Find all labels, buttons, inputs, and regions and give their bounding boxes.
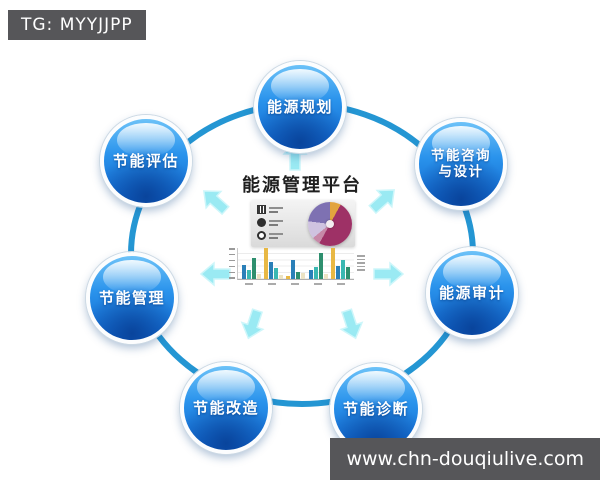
legend-row xyxy=(257,218,283,227)
bar xyxy=(251,257,256,279)
building-icon xyxy=(257,205,266,214)
bar xyxy=(291,259,296,279)
pie-legend xyxy=(257,205,283,240)
legend-row xyxy=(257,205,283,214)
bar-group xyxy=(286,259,306,279)
node-energy-saving-management: 节能管理 xyxy=(86,252,178,344)
bar xyxy=(279,275,284,279)
clock-icon xyxy=(257,231,266,240)
bar-group xyxy=(264,248,284,279)
arrow-up-right-icon xyxy=(368,189,396,215)
node-energy-saving-assessment: 节能评估 xyxy=(100,115,192,207)
node-energy-planning: 能源规划 xyxy=(254,61,346,153)
pie-center-dot xyxy=(326,220,334,228)
arrow-down-right-icon xyxy=(339,308,364,340)
bar xyxy=(346,266,351,279)
bar-group xyxy=(331,248,351,279)
arrow-down-left-icon xyxy=(240,308,265,340)
legend-text-smudge xyxy=(269,206,283,213)
bar xyxy=(256,274,261,279)
bar xyxy=(269,261,274,279)
node-energy-saving-diagnosis: 节能诊断 xyxy=(330,363,422,455)
bar xyxy=(296,272,301,279)
bar-chart-plot xyxy=(237,248,354,280)
bar xyxy=(341,259,346,279)
bar xyxy=(286,275,291,279)
bar xyxy=(331,248,336,279)
bar-group xyxy=(308,252,328,279)
platform-title: 能源管理平台 xyxy=(242,175,362,196)
bar xyxy=(246,269,251,279)
bar xyxy=(241,265,246,279)
energy-circle-icon xyxy=(257,218,266,227)
arrow-right-icon xyxy=(373,261,405,287)
bar xyxy=(323,274,328,279)
bar-group xyxy=(241,257,261,279)
bar xyxy=(336,265,341,279)
bar-chart-legend xyxy=(357,255,365,271)
pie-chart xyxy=(308,202,352,246)
bar-chart-x-labels xyxy=(237,283,353,285)
bar-chart xyxy=(227,246,365,292)
bar xyxy=(313,267,318,279)
legend-row xyxy=(257,231,283,240)
bar-chart-y-axis xyxy=(227,248,235,279)
node-energy-audit: 能源审计 xyxy=(426,247,518,339)
watermark-bottom-right: www.chn-douqiulive.com xyxy=(330,438,600,480)
arrow-left-icon xyxy=(199,261,231,287)
arrow-up-left-icon xyxy=(202,190,230,216)
bar xyxy=(274,268,279,279)
node-energy-saving-consulting-design: 节能咨询 与设计 xyxy=(415,118,507,210)
watermark-top-left: TG: MYYJJPP xyxy=(8,10,146,40)
bar xyxy=(301,273,306,279)
node-energy-saving-retrofit: 节能改造 xyxy=(180,362,272,454)
bar xyxy=(264,248,269,279)
bar xyxy=(308,269,313,279)
legend-text-smudge xyxy=(269,219,283,226)
bar xyxy=(318,252,323,279)
legend-text-smudge xyxy=(269,232,283,239)
